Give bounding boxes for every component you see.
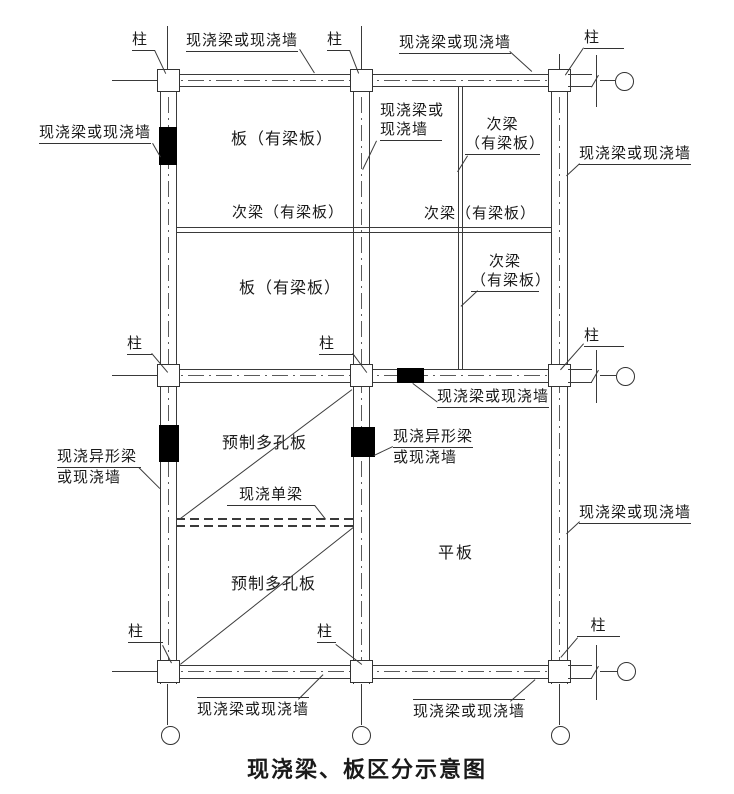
label-special-beam-middle-line1: 现浇异形梁	[393, 427, 473, 449]
leader-special-beam-middle	[373, 446, 393, 456]
label-wall-right-bottom: 现浇梁或现浇墙	[579, 503, 692, 525]
column-mid-middle	[350, 364, 373, 387]
leader-beam-top-right	[509, 51, 533, 72]
label-special-beam-middle: 现浇异形梁 或现浇墙	[393, 427, 473, 467]
column-top-left	[157, 69, 180, 92]
leader-cast-beam-middle	[412, 383, 438, 403]
diagram-title: 现浇梁、板区分示意图	[246, 757, 487, 782]
beam-stub-right-row2	[568, 369, 592, 383]
cast-beam-fill-middle-row	[397, 368, 424, 383]
grid-ext-left-row1	[112, 80, 160, 82]
label-flat-slab: 平板	[438, 545, 475, 562]
leader-special-beam-left	[138, 467, 161, 489]
label-secondary-beam-lower-line1: 次梁	[488, 253, 521, 270]
label-beam-bottom-right: 现浇梁或现浇墙	[413, 699, 526, 721]
column-bottom-right	[548, 660, 571, 683]
label-beam-panel-topright: 现浇梁或 现浇墙	[380, 101, 445, 142]
leader-wall-right-top	[566, 163, 580, 177]
leader-wall-right-bottom	[566, 521, 580, 535]
label-cast-beam-middle: 现浇梁或现浇墙	[437, 387, 550, 409]
break-mark-row2	[591, 369, 599, 383]
leader-beam-top-left	[299, 49, 315, 74]
secondary-beam-vertical	[458, 87, 463, 369]
label-single-beam: 现浇单梁	[227, 485, 315, 507]
column-bottom-left	[157, 660, 180, 683]
grid-bubble-right-middle	[616, 367, 635, 386]
label-wall-right-top: 现浇梁或现浇墙	[579, 144, 692, 166]
label-wall-left-top: 现浇梁或现浇墙	[39, 123, 152, 145]
grid-ext-bottom-middle	[361, 684, 363, 725]
label-secondary-beam-upper-line1: 次梁	[486, 116, 519, 133]
label-beam-top-right: 现浇梁或现浇墙	[399, 33, 512, 55]
grid-ext-left-row3	[112, 671, 160, 673]
grid-ext-bottom-right	[559, 684, 561, 725]
cast-wall-fill-middle	[351, 427, 375, 457]
label-slab-with-beam-lower: 板（有梁板）	[239, 280, 342, 297]
single-beam-dashed-top	[176, 518, 354, 520]
label-column-bottom-right: 柱	[577, 616, 620, 638]
column-mid-right	[548, 364, 571, 387]
column-bottom-middle	[350, 660, 373, 683]
leader-column-top-right	[564, 47, 584, 76]
break-mark-row3	[591, 665, 599, 679]
secondary-beam-horizontal	[176, 227, 552, 233]
cast-wall-fill-left-lower	[159, 425, 179, 462]
single-beam-dashed-bottom	[176, 525, 354, 527]
label-beam-bottom-left: 现浇梁或现浇墙	[197, 697, 310, 719]
witness-line-row3	[596, 645, 598, 700]
label-secondary-beam-upper: 次梁 （有梁板）	[465, 115, 546, 156]
witness-line-row2	[596, 350, 598, 403]
leader-secondary-beam-lower	[460, 290, 478, 307]
beam-stub-right-row3	[568, 665, 592, 679]
grid-bubble-bottom-left	[161, 726, 180, 745]
witness-line-row1	[596, 55, 598, 107]
grid-bubble-right-top	[615, 72, 634, 91]
bubble-stub-row1	[600, 80, 615, 82]
label-column-bottom-left: 柱	[128, 622, 163, 644]
precast-panel-diagonal-lower	[180, 526, 354, 665]
grid-bubble-bottom-right	[551, 726, 570, 745]
label-column-top-left: 柱	[132, 30, 155, 52]
label-column-mid-middle: 柱	[319, 334, 353, 356]
label-special-beam-left-line1: 现浇异形梁	[57, 447, 141, 469]
grid-ext-top-middle	[361, 26, 363, 70]
bubble-stub-row2	[600, 375, 616, 377]
column-mid-left	[157, 364, 180, 387]
break-mark-row1	[591, 74, 599, 88]
label-precast-slab-lower: 预制多孔板	[231, 576, 317, 593]
label-column-mid-left: 柱	[127, 334, 152, 356]
label-precast-slab-upper: 预制多孔板	[222, 435, 308, 452]
label-secondary-beam-lower-line2: （有梁板）	[471, 272, 552, 290]
label-beam-panel-topright-line1: 现浇梁或	[380, 102, 445, 119]
beam-stub-right-row1	[568, 74, 592, 87]
label-column-bottom-middle: 柱	[317, 622, 336, 644]
grid-ext-left-row2	[112, 375, 160, 377]
label-secondary-beam-lower: 次梁 （有梁板）	[471, 252, 552, 293]
label-special-beam-middle-line2: 或现浇墙	[393, 449, 458, 467]
label-column-top-middle: 柱	[327, 30, 350, 52]
bubble-stub-row3	[600, 671, 617, 673]
label-special-beam-left: 现浇异形梁 或现浇墙	[57, 447, 141, 487]
label-column-mid-right: 柱	[584, 326, 624, 348]
column-top-right	[548, 69, 571, 92]
cast-wall-fill-left-top	[159, 127, 177, 165]
label-secondary-beam-inline-left: 次梁（有梁板）	[232, 204, 345, 221]
grid-bubble-right-bottom	[617, 662, 636, 681]
label-column-top-right: 柱	[584, 28, 624, 50]
label-secondary-beam-inline-right: 次梁（有梁板）	[424, 205, 537, 222]
label-slab-with-beam-upper: 板（有梁板）	[231, 131, 334, 148]
label-secondary-beam-upper-line2: （有梁板）	[465, 135, 546, 153]
grid-bubble-bottom-middle	[352, 726, 371, 745]
label-special-beam-left-line2: 或现浇墙	[57, 469, 122, 487]
grid-ext-top-left	[167, 26, 169, 70]
label-beam-top-left: 现浇梁或现浇墙	[186, 31, 299, 53]
grid-ext-top-right	[559, 54, 561, 70]
label-beam-panel-topright-line2: 现浇墙	[380, 121, 429, 139]
grid-ext-bottom-left	[167, 684, 169, 725]
column-top-middle	[350, 69, 373, 92]
